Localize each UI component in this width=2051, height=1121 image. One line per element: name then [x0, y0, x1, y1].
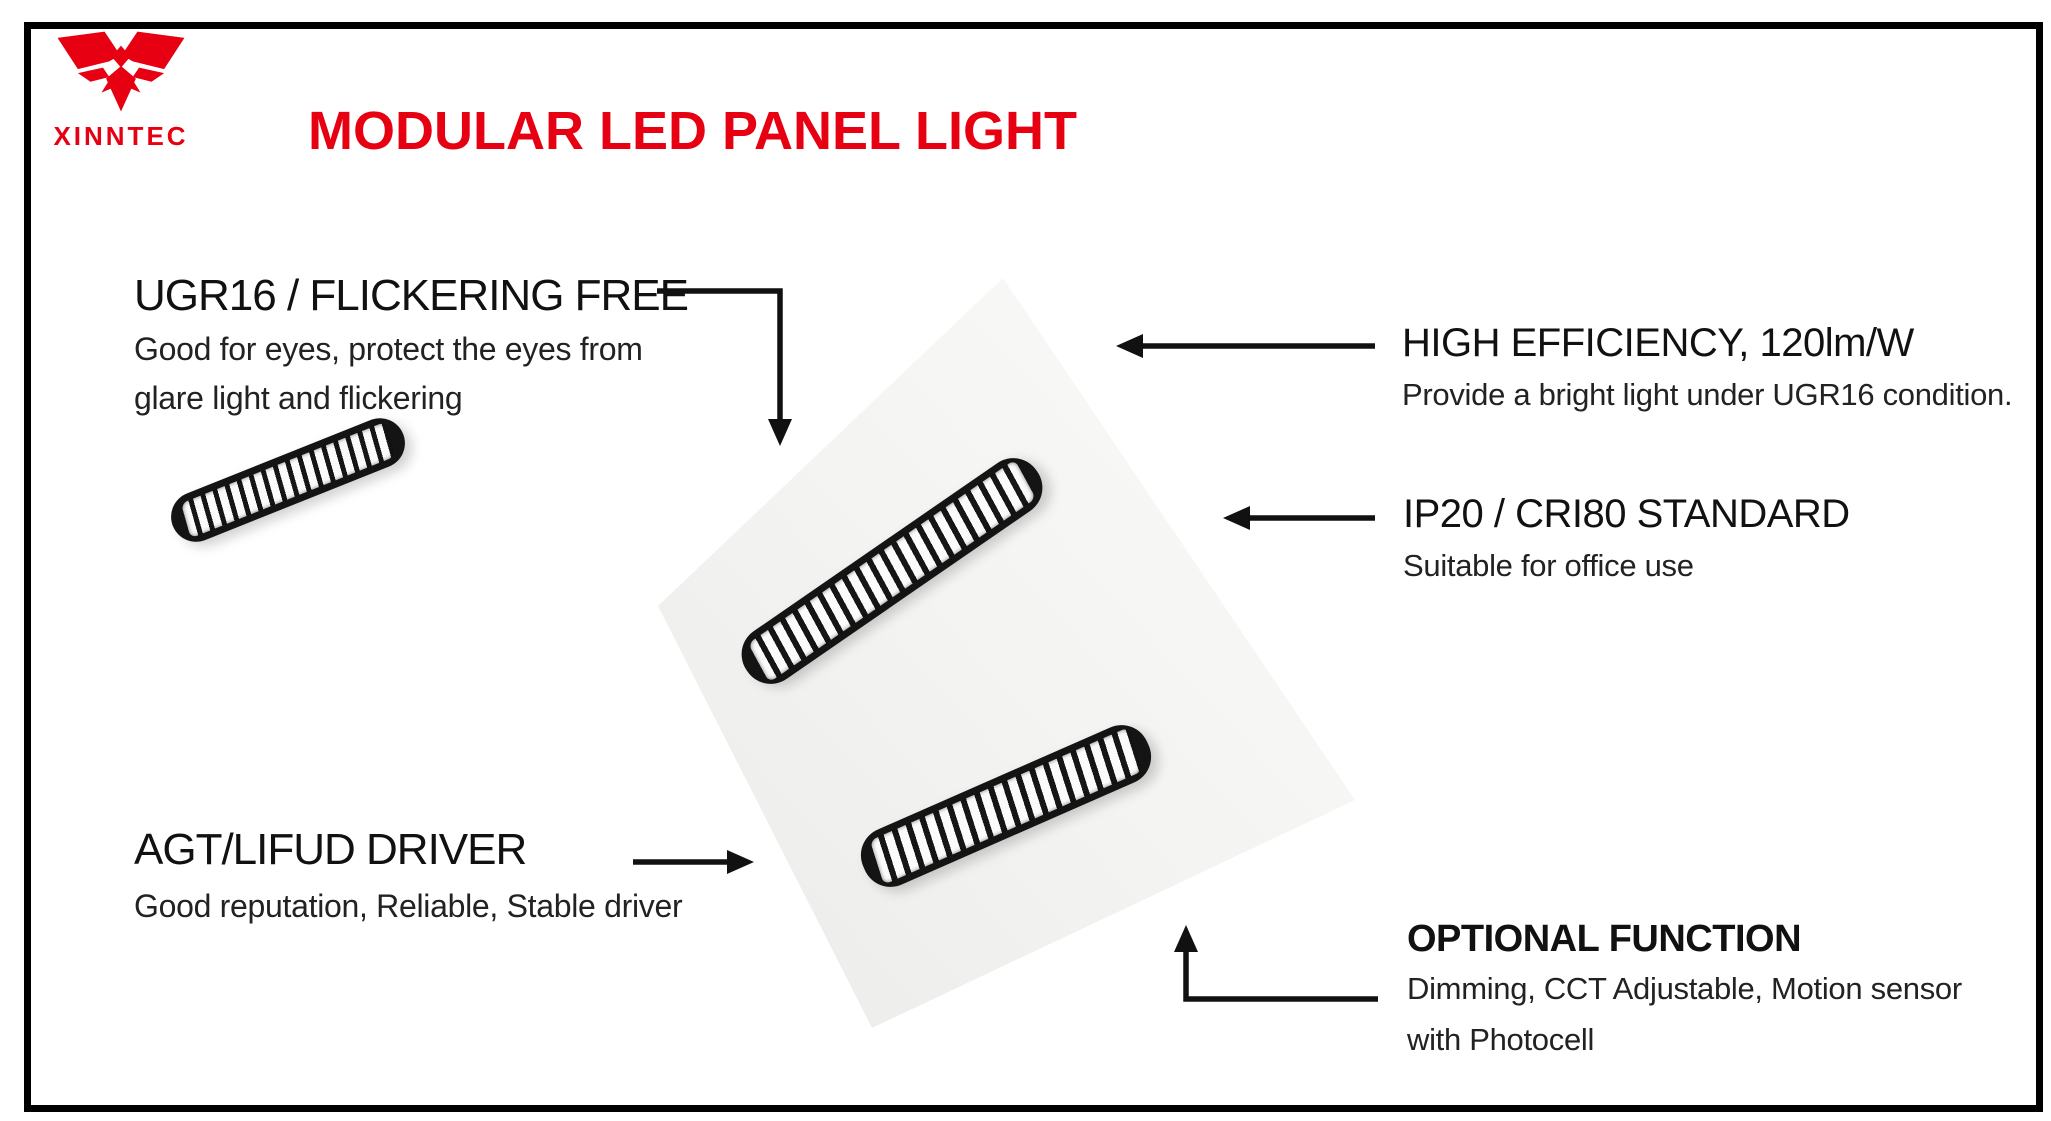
- callout-optional-function: OPTIONAL FUNCTION Dimming, CCT Adjustabl…: [1407, 918, 1962, 1062]
- callout-heading: UGR16 / FLICKERING FREE: [134, 271, 689, 320]
- callout-body-line: with Photocell: [1407, 1022, 1595, 1058]
- callout-heading: AGT/LIFUD DRIVER: [134, 825, 527, 874]
- callout-heading: OPTIONAL FUNCTION: [1407, 918, 1802, 960]
- eagle-logo-icon: [57, 31, 185, 112]
- callout-driver: AGT/LIFUD DRIVER Good reputation, Reliab…: [134, 825, 683, 926]
- callout-arrow-high-efficiency: [1116, 334, 1375, 358]
- callout-body-line: Suitable for office use: [1403, 548, 1694, 584]
- callout-high-efficiency: HIGH EFFICIENCY, 120lm/W Provide a brigh…: [1402, 321, 2013, 416]
- callout-body-line: glare light and flickering: [134, 379, 463, 416]
- callout-arrow-ip20: [1223, 506, 1375, 530]
- callout-body-line: Good reputation, Reliable, Stable driver: [134, 887, 683, 924]
- callout-heading: HIGH EFFICIENCY, 120lm/W: [1402, 321, 1914, 365]
- callout-arrow-ugr16: [657, 288, 792, 446]
- callout-ip20: IP20 / CRI80 STANDARD Suitable for offic…: [1403, 492, 1850, 587]
- callout-body-line: Provide a bright light under UGR16 condi…: [1402, 377, 2013, 413]
- callout-body-line: Dimming, CCT Adjustable, Motion sensor: [1407, 971, 1962, 1007]
- callout-arrow-optional: [1174, 925, 1378, 1002]
- callout-arrow-driver: [633, 850, 754, 874]
- callout-body-line: Good for eyes, protect the eyes from: [134, 330, 643, 367]
- brand-name: XINNTEC: [53, 121, 189, 151]
- callout-heading: IP20 / CRI80 STANDARD: [1403, 492, 1850, 536]
- page-title: MODULAR LED PANEL LIGHT: [308, 101, 1077, 161]
- callout-ugr16: UGR16 / FLICKERING FREE Good for eyes, p…: [134, 271, 689, 418]
- led-panel-face: [658, 278, 1355, 1028]
